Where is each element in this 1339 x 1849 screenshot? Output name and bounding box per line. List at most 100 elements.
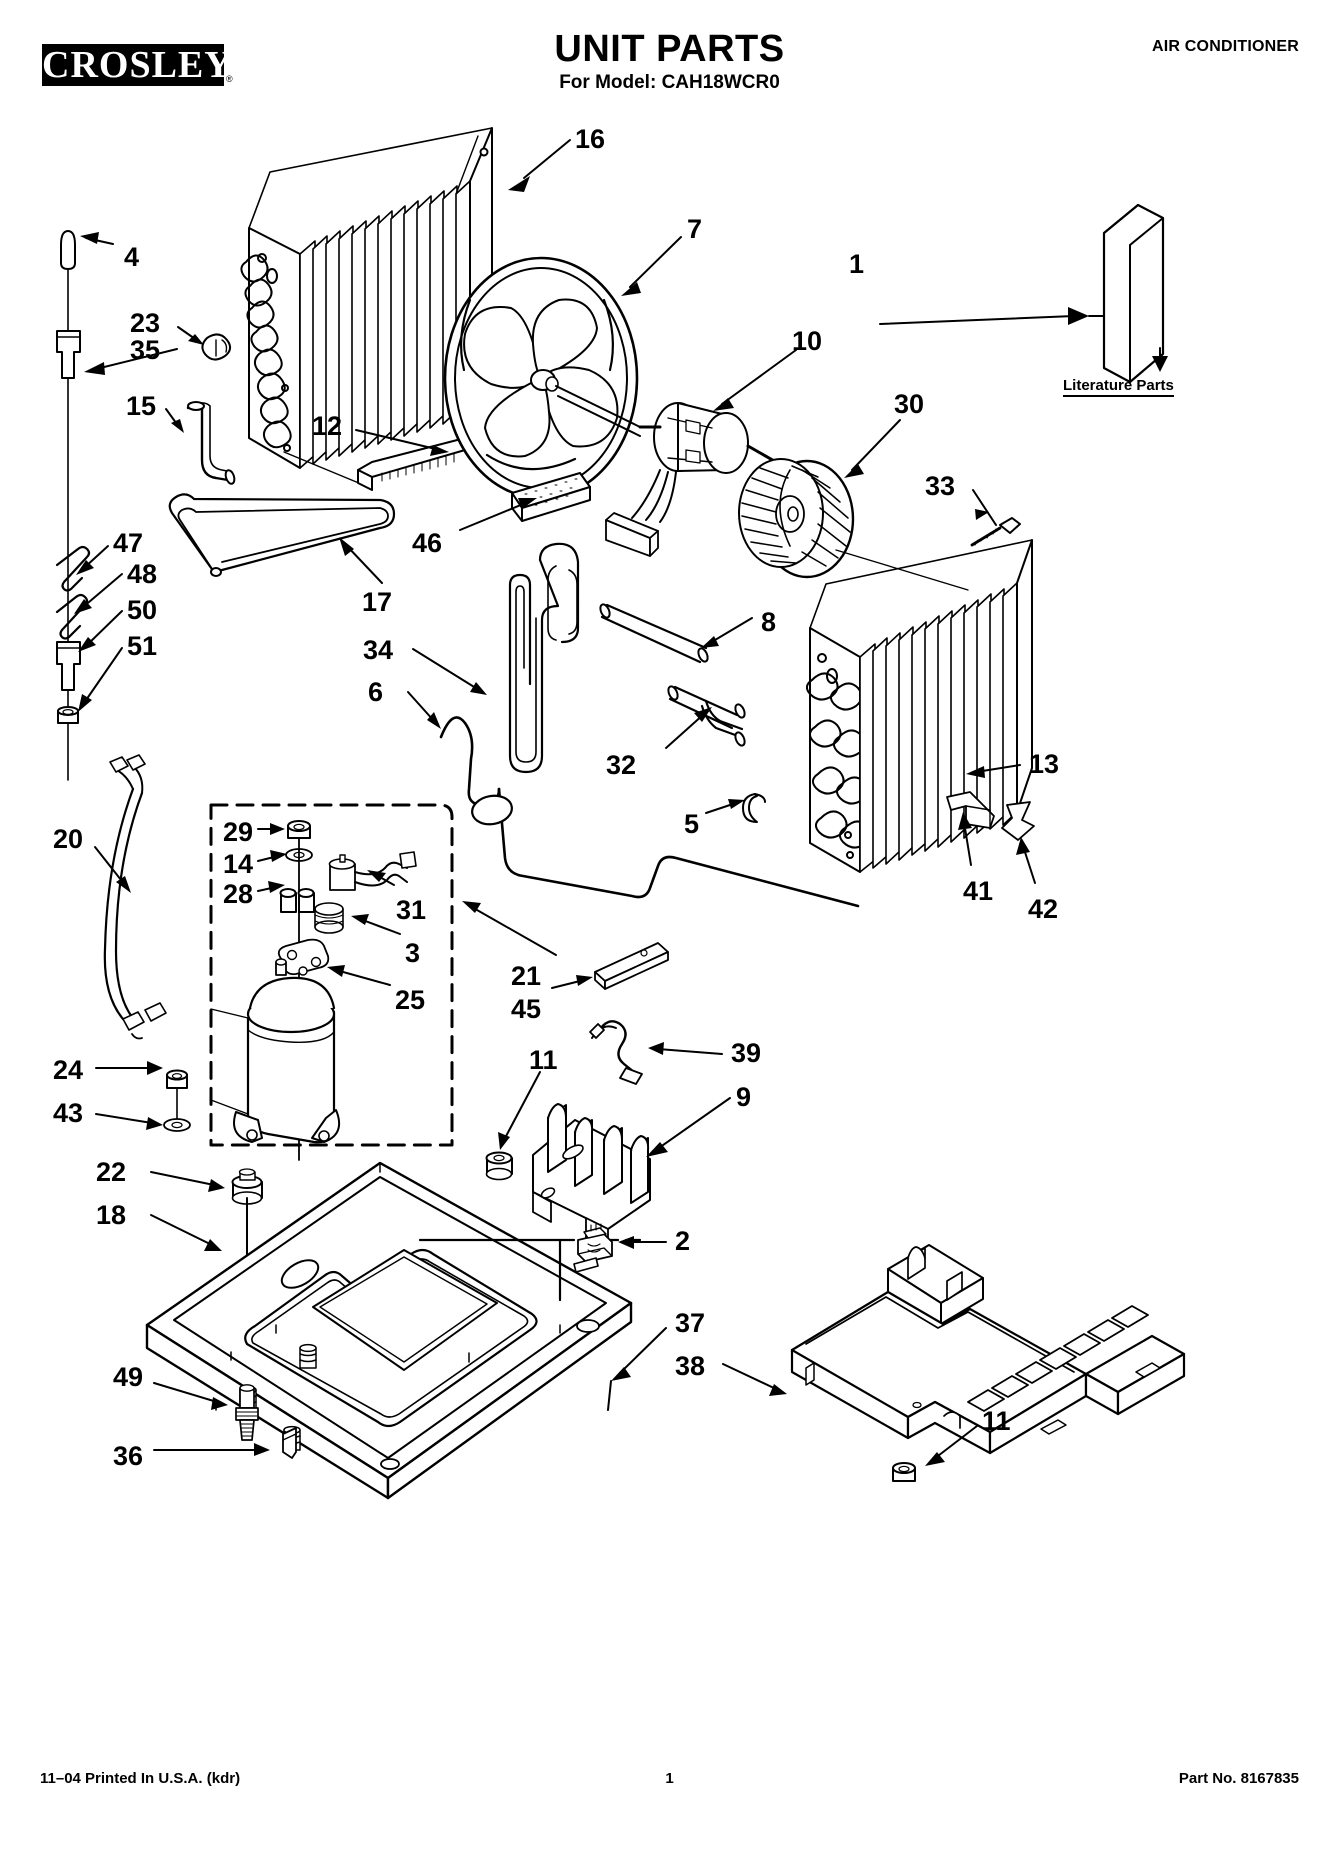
part-34-bent-tube	[508, 542, 580, 774]
leader-48	[74, 573, 123, 614]
leader-2	[618, 1236, 667, 1249]
leader-32	[665, 707, 712, 749]
callout-number-8: 8	[761, 607, 777, 637]
leader-11-left	[498, 1071, 541, 1150]
part-11-grommet-left	[485, 1151, 513, 1181]
part-compressor-body	[233, 958, 340, 1144]
part-49-leveling-foot	[235, 1384, 259, 1441]
leader-45	[551, 975, 593, 989]
leader-21	[462, 901, 557, 956]
callout-number-3: 3	[405, 938, 421, 968]
callout-number-9: 9	[736, 1082, 752, 1112]
part-33-screw	[970, 517, 1021, 547]
leader-23	[177, 326, 204, 345]
part-7-fan-blade	[443, 256, 641, 500]
page-title: UNIT PARTS	[554, 28, 785, 70]
leader-9	[646, 1097, 731, 1157]
callout-number-34: 34	[363, 635, 394, 665]
callout-number-24: 24	[53, 1055, 84, 1085]
part-31-relay	[328, 851, 417, 891]
leader-41	[958, 812, 972, 866]
leader-1	[879, 307, 1105, 325]
callout-number-43: 43	[53, 1098, 84, 1128]
callout-number-28: 28	[223, 879, 254, 909]
callout-number-35: 35	[130, 335, 161, 365]
callout-number-1: 1	[849, 249, 865, 279]
crosley-logo: CROSLEY	[42, 44, 224, 86]
page-number: 1	[665, 1770, 674, 1787]
callout-number-18: 18	[96, 1200, 127, 1230]
callout-number-47: 47	[113, 528, 144, 558]
part-15-elbow-tube	[186, 401, 236, 485]
part-51-nut	[57, 706, 79, 724]
part-16-evaporator-coil	[240, 127, 493, 469]
leader-30	[844, 419, 901, 478]
callout-number-16: 16	[575, 124, 606, 154]
compressor-assembly-boundary	[209, 803, 454, 1147]
callout-number-46: 46	[412, 528, 443, 558]
leader-42	[1016, 837, 1036, 884]
part-17-loop-tube	[168, 493, 396, 577]
part-8-straight-tube	[599, 603, 709, 664]
part-50-coupler	[56, 641, 81, 691]
part-18-base-pan	[145, 1161, 633, 1500]
leader-10	[713, 349, 797, 411]
leader-14	[257, 850, 287, 862]
leader-46	[459, 498, 537, 531]
callout-number-21: 21	[511, 961, 542, 991]
callout-number-2: 2	[675, 1226, 691, 1256]
leader-35	[84, 348, 178, 375]
callout-number-15: 15	[126, 391, 157, 421]
leader-43	[95, 1113, 163, 1130]
callout-number-31: 31	[396, 895, 427, 925]
leader-18	[150, 1214, 222, 1251]
callout-number-50: 50	[127, 595, 158, 625]
leader-29	[257, 823, 285, 835]
part-28-grommet	[279, 888, 315, 913]
product-category-label: AIR CONDITIONER	[1152, 38, 1299, 55]
leader-11-right	[925, 1425, 978, 1466]
leader-37	[607, 1327, 667, 1411]
callout-number-13: 13	[1029, 749, 1060, 779]
model-subtitle: For Model: CAH18WCR0	[559, 72, 780, 93]
part-13-condenser-coil	[806, 539, 1033, 873]
part-32-tee-fitting	[667, 685, 746, 747]
part-48-wire-clip	[55, 593, 89, 640]
part-20-wire-harness	[103, 754, 167, 1040]
leader-51	[78, 647, 123, 712]
part-43-washer	[163, 1118, 191, 1132]
assembly-line-blower-to-coil	[835, 549, 969, 591]
callout-number-25: 25	[395, 985, 426, 1015]
leader-12	[355, 429, 449, 456]
leader-4	[80, 232, 114, 245]
part-39-bent-bracket	[589, 1020, 643, 1085]
leader-8	[701, 617, 753, 648]
callout-number-23: 23	[130, 308, 161, 338]
leader-39	[648, 1042, 723, 1055]
callout-number-42: 42	[1028, 894, 1059, 924]
callout-number-49: 49	[113, 1362, 144, 1392]
leader-6	[407, 691, 441, 729]
part-2-overload-protector	[573, 1223, 613, 1273]
callout-number-7: 7	[687, 214, 703, 244]
callout-number-17: 17	[362, 587, 393, 617]
page-header: CROSLEY ® UNIT PARTS For Model: CAH18WCR…	[0, 0, 1339, 115]
callout-number-12: 12	[312, 411, 343, 441]
assembly-line-coil-to-harness	[283, 451, 367, 487]
leader-31	[367, 870, 395, 886]
part-41-bracket	[946, 791, 995, 829]
part-42-bracket	[1001, 801, 1035, 841]
leader-49	[153, 1382, 228, 1410]
callout-number-48: 48	[127, 559, 158, 589]
part-21-main-tube	[439, 716, 860, 908]
callout-number-10: 10	[792, 326, 823, 356]
callout-number-30: 30	[894, 389, 925, 419]
leader-50	[78, 610, 123, 652]
part-4-capillary-rod	[60, 230, 76, 781]
leader-1-to-label	[1152, 347, 1168, 372]
leader-15	[165, 408, 184, 433]
callout-number-36: 36	[113, 1441, 144, 1471]
part-47-wire-clip	[55, 545, 91, 592]
